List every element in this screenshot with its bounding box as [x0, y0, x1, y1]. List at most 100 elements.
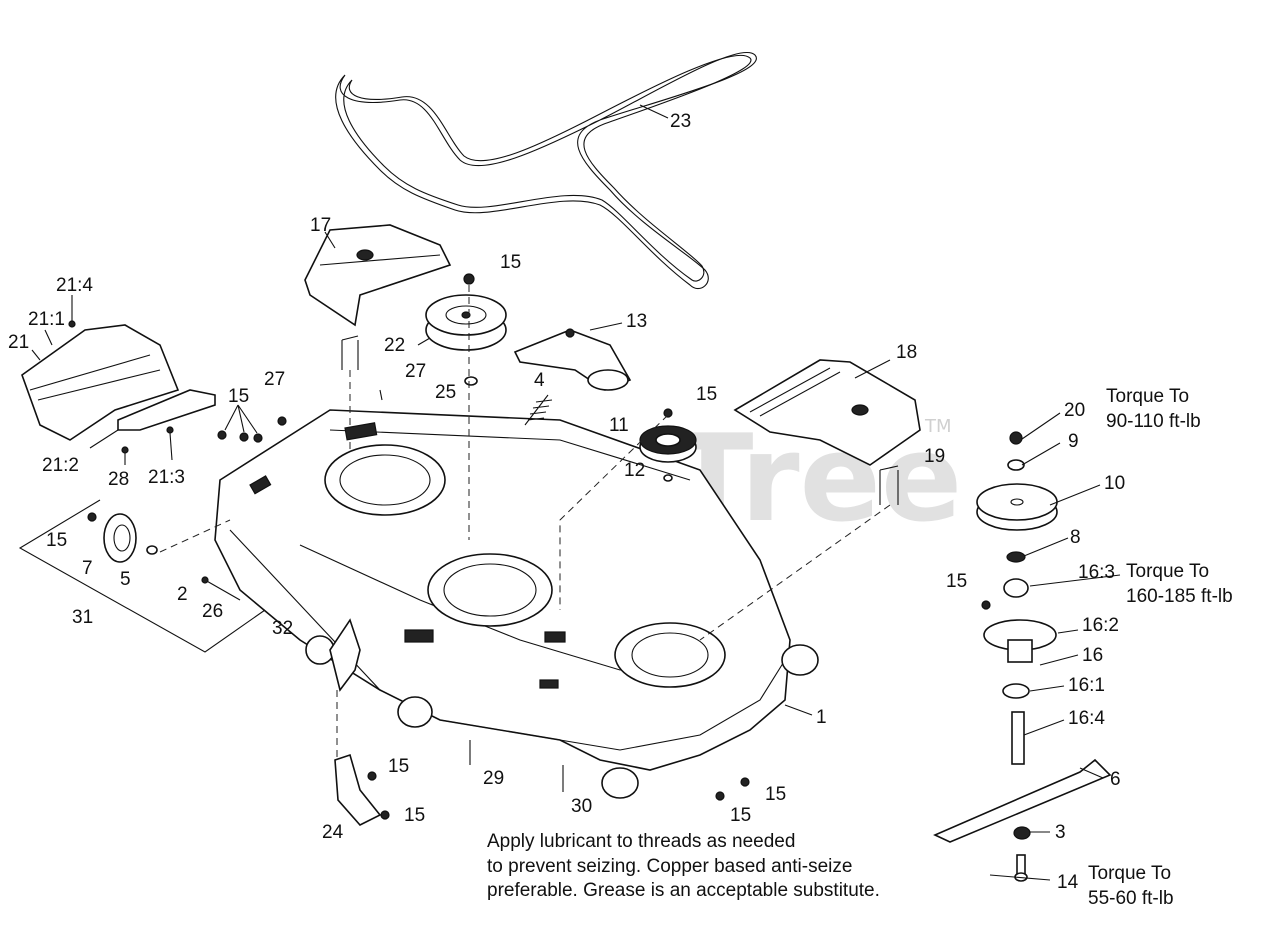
- callout-21-4: 21:4: [56, 275, 93, 296]
- callout-21: 21: [8, 332, 29, 353]
- callout-4: 4: [534, 370, 545, 391]
- torque-note-bottom: Torque To 55-60 ft-lb: [1088, 863, 1174, 909]
- callout-28: 28: [108, 469, 129, 490]
- lubricant-note-line-3: preferable. Grease is an acceptable subs…: [487, 880, 880, 901]
- pin-27: [379, 389, 383, 401]
- nut-15-right-a: [740, 777, 750, 787]
- nut-15-top: [463, 273, 475, 285]
- leader-1: [784, 704, 813, 716]
- idler-pulley-22: [425, 294, 507, 351]
- callout-22: 22: [384, 335, 405, 356]
- nuts-15-cluster: [217, 416, 287, 443]
- callout-15-top: 15: [500, 252, 521, 273]
- callout-6: 6: [1110, 769, 1121, 790]
- callout-16: 16: [1082, 645, 1103, 666]
- mower-deck-shell: [214, 409, 819, 799]
- pulley-11: [639, 425, 697, 463]
- callout-21-3: 21:3: [148, 467, 185, 488]
- callout-1: 1: [816, 707, 827, 728]
- callout-15-spindle: 15: [946, 571, 967, 592]
- anti-scalp-wheel-7: [87, 512, 158, 563]
- belt-cover-17: [304, 224, 452, 327]
- stud-19: [879, 465, 899, 505]
- leader-13: [589, 322, 623, 331]
- spring-4: [524, 394, 553, 426]
- leaders-15-cluster: [224, 404, 258, 434]
- callout-19: 19: [924, 446, 945, 467]
- callout-8: 8: [1070, 527, 1081, 548]
- callout-17: 17: [310, 215, 331, 236]
- callout-20: 20: [1064, 400, 1085, 421]
- callout-32: 32: [272, 618, 293, 639]
- callout-13: 13: [626, 311, 647, 332]
- callout-21-1: 21:1: [28, 309, 65, 330]
- callout-15-right-a: 15: [765, 784, 786, 805]
- torque-top-line-1: Torque To: [1106, 386, 1189, 407]
- torque-middle-line-2: 160-185 ft-lb: [1126, 586, 1233, 607]
- callout-labels: 23 17 15 13 22 4 25 27 27 18 15 11 12 19…: [8, 111, 1125, 893]
- torque-bottom-line-1: Torque To: [1088, 863, 1171, 884]
- callout-30: 30: [571, 796, 592, 817]
- callout-15-bracket-b: 15: [404, 805, 425, 826]
- callout-24: 24: [322, 822, 344, 843]
- leaders-21: [31, 295, 73, 361]
- callout-29: 29: [483, 768, 504, 789]
- callout-2: 2: [177, 584, 188, 605]
- leaders-spindle: [989, 412, 1121, 881]
- callout-27-a: 27: [264, 369, 285, 390]
- leader-22: [417, 337, 431, 346]
- bracket-24: [329, 618, 390, 826]
- lubricant-note-line-2: to prevent seizing. Copper based anti-se…: [487, 856, 852, 877]
- bushing-12: [663, 474, 673, 482]
- callout-16-3: 16:3: [1078, 562, 1115, 583]
- belt-cover-18: [733, 359, 921, 466]
- callout-5: 5: [120, 569, 131, 590]
- washer-25: [464, 376, 478, 386]
- stud-left: [341, 335, 359, 370]
- callout-11: 11: [609, 415, 629, 436]
- bolt-26: [204, 579, 241, 601]
- callout-16-4: 16:4: [1068, 708, 1105, 729]
- callout-26: 26: [202, 601, 223, 622]
- callout-18: 18: [896, 342, 917, 363]
- nut-15-pulley-11: [663, 408, 673, 418]
- callout-21-2: 21:2: [42, 455, 79, 476]
- callout-25: 25: [435, 382, 456, 403]
- nut-15-right-b: [715, 791, 725, 801]
- torque-note-top: Torque To 90-110 ft-lb: [1106, 386, 1201, 432]
- lubricant-note-line-1: Apply lubricant to threads as needed: [487, 831, 795, 852]
- bracket-group-31: [18, 499, 266, 653]
- callout-10: 10: [1104, 473, 1125, 494]
- callout-15-right-b: 15: [730, 805, 751, 826]
- idler-arm-13: [513, 328, 632, 391]
- leader-23: [639, 104, 669, 119]
- callout-15-bracket-a: 15: [388, 756, 409, 777]
- callout-15-pulley: 15: [696, 384, 717, 405]
- callout-7: 7: [82, 558, 93, 579]
- watermark-trademark: TM: [924, 416, 952, 437]
- torque-note-middle: Torque To 160-185 ft-lb: [1126, 561, 1233, 607]
- torque-middle-line-1: Torque To: [1126, 561, 1209, 582]
- drive-belt: [335, 52, 757, 290]
- callout-15-cluster: 15: [228, 386, 249, 407]
- callout-14: 14: [1057, 872, 1079, 893]
- nut-2: [201, 576, 209, 584]
- torque-top-line-2: 90-110 ft-lb: [1106, 411, 1201, 432]
- callout-27-b: 27: [405, 361, 426, 382]
- lubricant-note: Apply lubricant to threads as needed to …: [487, 831, 880, 901]
- leaders-21-2: [89, 429, 173, 465]
- spindle-assembly: [933, 431, 1112, 882]
- leader-18: [854, 359, 891, 379]
- callout-15-wheel: 15: [46, 530, 67, 551]
- callout-12: 12: [624, 460, 645, 481]
- leader-17: [324, 231, 336, 249]
- deflector-cover-21: [21, 324, 180, 441]
- torque-bottom-line-2: 55-60 ft-lb: [1088, 888, 1174, 909]
- callout-23: 23: [670, 111, 691, 132]
- callout-3: 3: [1055, 822, 1066, 843]
- callout-16-1: 16:1: [1068, 675, 1105, 696]
- callout-31: 31: [72, 607, 93, 628]
- callout-16-2: 16:2: [1082, 615, 1119, 636]
- callout-9: 9: [1068, 431, 1079, 452]
